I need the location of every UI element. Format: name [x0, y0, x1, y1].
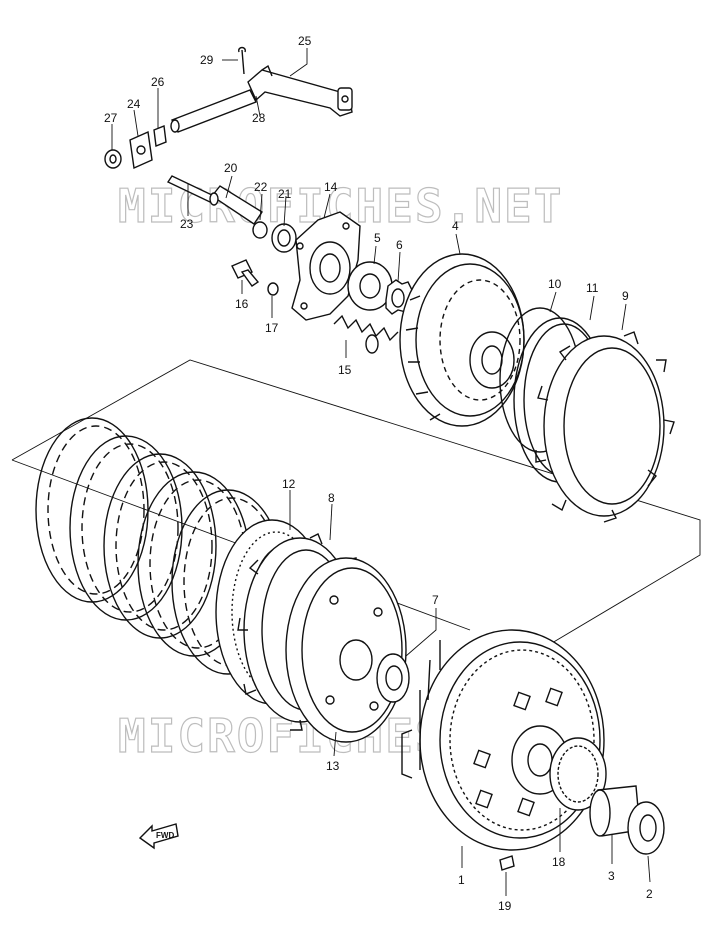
callout-15: 15	[338, 363, 352, 377]
callout-11: 11	[586, 281, 599, 295]
callout-7: 7	[432, 593, 439, 607]
callout-20: 20	[224, 161, 238, 175]
callout-24: 24	[127, 97, 141, 111]
callout-1: 1	[458, 873, 465, 887]
clutch-spring	[333, 314, 399, 354]
callout-8: 8	[328, 491, 335, 505]
callout-23: 23	[180, 217, 194, 231]
washer	[627, 801, 665, 855]
fwd-arrow-icon: FWD	[138, 823, 179, 850]
callout-14: 14	[324, 180, 338, 194]
drive-gear	[549, 737, 607, 811]
group-frame	[11, 359, 701, 663]
fwd-label: FWD	[156, 831, 174, 840]
callout-28: 28	[252, 111, 266, 125]
drive-plate-upper	[535, 331, 675, 523]
cotter-pin	[238, 46, 246, 75]
callout-22: 22	[254, 180, 268, 194]
callout-12: 12	[282, 477, 296, 491]
callout-2: 2	[646, 887, 653, 901]
callout-21: 21	[278, 187, 292, 201]
callout-29: 29	[200, 53, 214, 67]
callout-labels: 1 2 3 4 5 6 7 8 9 10 11 12 13 14 15 16 1…	[104, 34, 653, 913]
clutch-plate-13	[285, 557, 407, 743]
pressure-plate	[291, 211, 361, 321]
callout-18: 18	[552, 855, 566, 869]
callout-27: 27	[104, 111, 118, 125]
pin	[499, 855, 515, 871]
callout-9: 9	[622, 289, 629, 303]
release-shaft	[170, 64, 353, 133]
leader-lines	[111, 48, 651, 896]
callout-4: 4	[452, 219, 459, 233]
callout-5: 5	[374, 231, 381, 245]
callout-3: 3	[608, 869, 615, 883]
callout-10: 10	[548, 277, 562, 291]
callout-25: 25	[298, 34, 312, 48]
callout-17: 17	[265, 321, 279, 335]
callout-19: 19	[498, 899, 512, 913]
thrust-washer	[376, 653, 410, 703]
callout-6: 6	[396, 238, 403, 252]
push-rod-assembly	[166, 175, 297, 253]
callout-16: 16	[235, 297, 249, 311]
callout-13: 13	[326, 759, 340, 773]
bolt	[231, 259, 279, 296]
shaft-bracket	[104, 125, 167, 170]
callout-26: 26	[151, 75, 165, 89]
sleeve-hub	[399, 253, 525, 427]
